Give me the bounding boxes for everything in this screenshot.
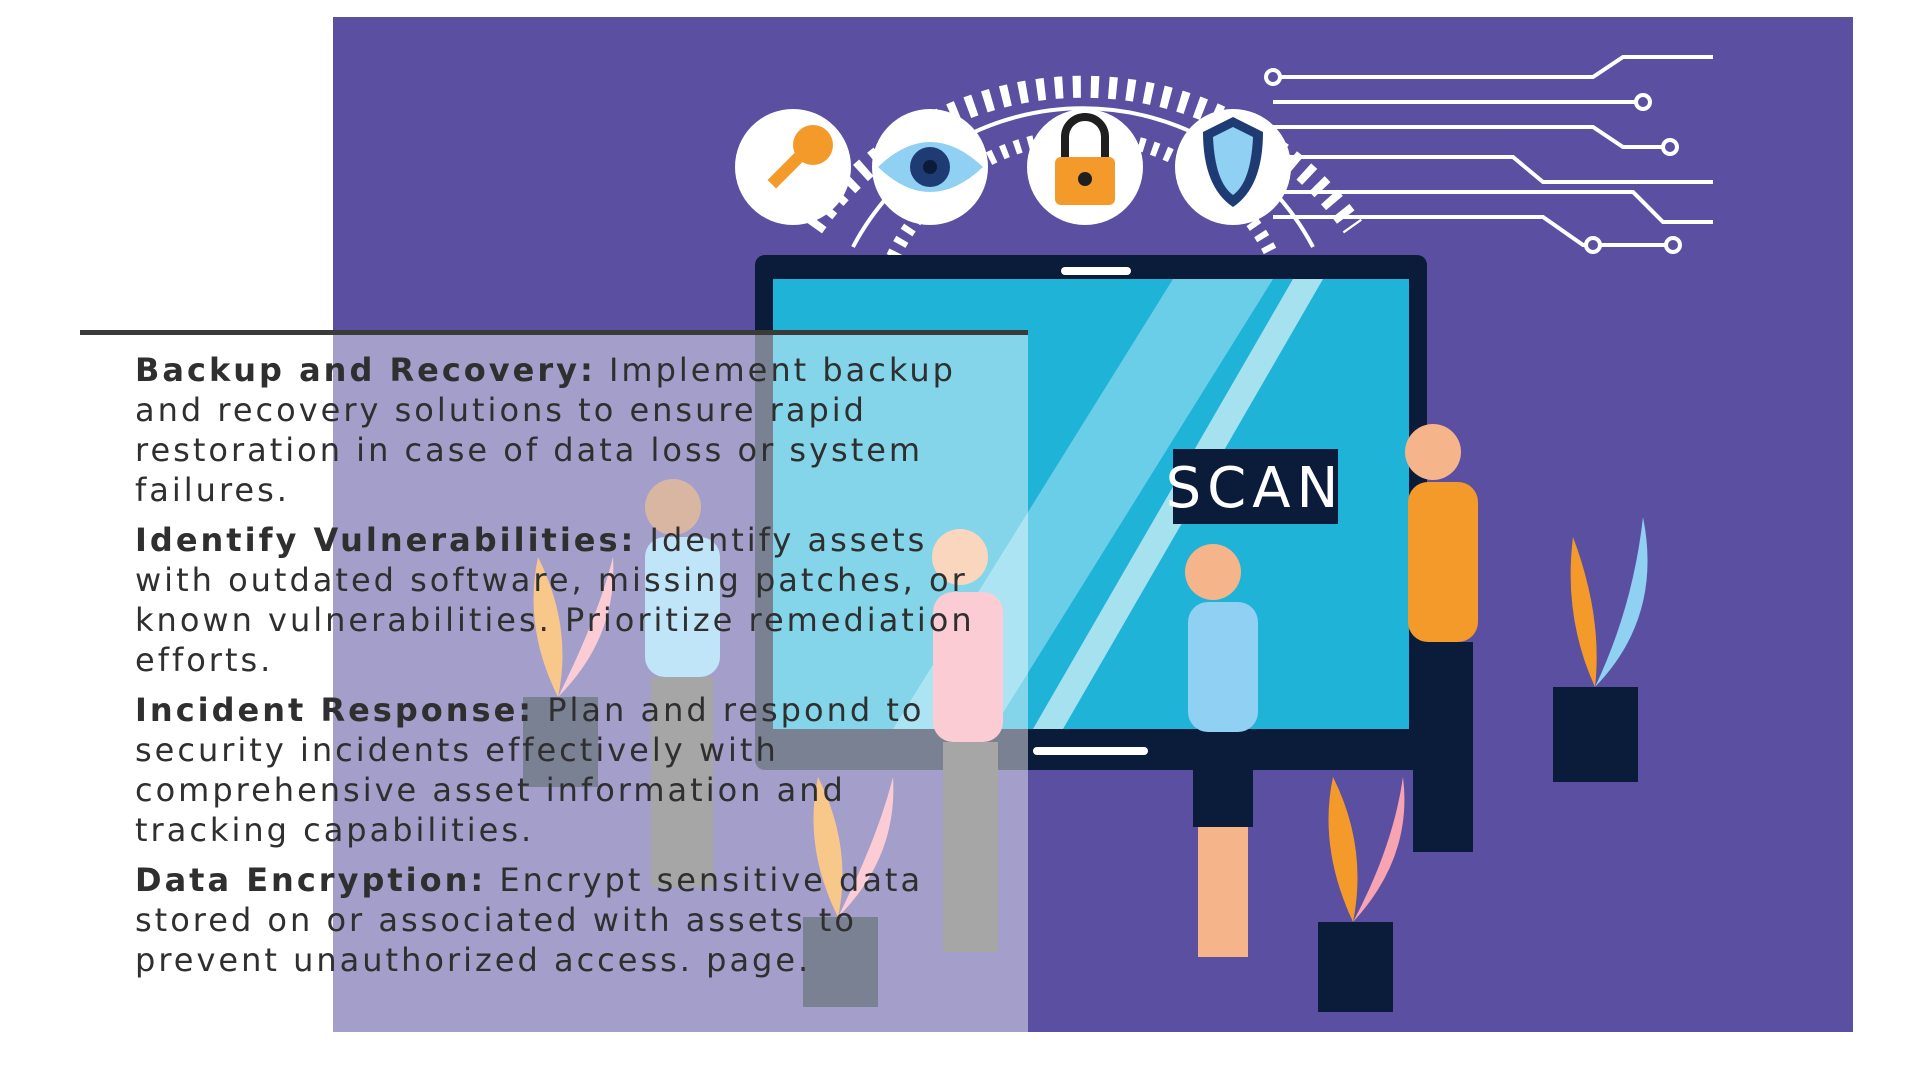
top-divider	[80, 330, 1028, 335]
eye-icon	[872, 109, 988, 225]
feature-term: Data Encryption:	[135, 861, 487, 899]
person-orange	[1405, 424, 1478, 852]
feature-term: Identify Vulnerabilities:	[135, 521, 637, 559]
security-illustration: SCAN	[333, 17, 1853, 1032]
feature-description: Encrypt sensitive data stored on or asso…	[135, 861, 924, 979]
person-pink	[1185, 544, 1258, 957]
plant-bottom	[803, 777, 894, 1007]
shield-icon	[1175, 109, 1291, 225]
feature-description: Plan and respond to security incidents e…	[135, 691, 925, 849]
text-overlay-panel	[80, 335, 1028, 1032]
feature-identify-vulnerabilities: Identify Vulnerabilities: Identify asset…	[135, 520, 995, 680]
text-overlay-panel-left	[80, 335, 333, 1080]
plant-middle	[1318, 777, 1405, 1012]
feature-term: Backup and Recovery:	[135, 351, 596, 389]
feature-description: Implement backup and recovery solutions …	[135, 351, 956, 509]
circuit-lines	[1273, 55, 1713, 247]
key-icon	[735, 109, 851, 225]
feature-incident-response: Incident Response: Plan and respond to s…	[135, 690, 995, 850]
security-features-list: Backup and Recovery: Implement backup an…	[135, 350, 995, 990]
feature-data-encryption: Data Encryption: Encrypt sensitive data …	[135, 860, 995, 980]
circuit-nodes	[1264, 68, 1682, 254]
monitor: SCAN	[755, 255, 1427, 770]
scan-label: SCAN	[1166, 456, 1345, 521]
plant-left	[523, 557, 614, 787]
illustration-svg: SCAN	[523, 55, 1713, 1012]
feature-backup-recovery: Backup and Recovery: Implement backup an…	[135, 350, 995, 510]
person-grey	[645, 479, 720, 887]
person-woman	[932, 529, 1003, 952]
plant-right	[1553, 517, 1648, 782]
feature-term: Incident Response:	[135, 691, 535, 729]
lock-icon	[1027, 109, 1143, 225]
feature-description: Identify assets with outdated software, …	[135, 521, 975, 679]
